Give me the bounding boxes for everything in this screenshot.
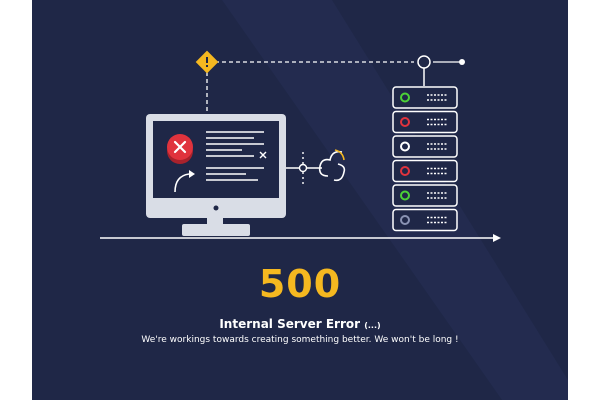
server-status-light bbox=[400, 141, 410, 152]
server-unit bbox=[392, 159, 458, 183]
warning-icon bbox=[195, 50, 219, 74]
server-unit bbox=[392, 208, 458, 232]
error-illustration bbox=[100, 0, 568, 400]
server-status-light bbox=[400, 117, 410, 127]
close-icon bbox=[167, 134, 193, 164]
server-unit bbox=[392, 135, 458, 158]
error-title: Internal Server Error (...) bbox=[32, 317, 568, 331]
error-title-text: Internal Server Error bbox=[219, 317, 361, 331]
server-status-light bbox=[400, 92, 410, 103]
error-page-background: 500 Internal Server Error (...) We're wo… bbox=[32, 0, 568, 400]
link-node bbox=[298, 163, 308, 173]
server-unit bbox=[392, 184, 458, 207]
refresh-arrow-icon bbox=[174, 170, 195, 193]
server-unit bbox=[392, 86, 458, 109]
cloud-icon bbox=[318, 149, 346, 182]
error-code: 500 bbox=[258, 262, 342, 306]
server-rack-icon bbox=[392, 86, 458, 232]
line-end-dot bbox=[459, 59, 465, 65]
server-status-light bbox=[400, 215, 410, 225]
server-status-light bbox=[400, 166, 410, 176]
monitor-icon bbox=[146, 114, 286, 236]
error-title-suffix: (...) bbox=[364, 321, 381, 330]
server-unit bbox=[392, 110, 458, 134]
server-connector-node bbox=[417, 55, 431, 69]
server-status-light bbox=[400, 190, 410, 201]
baseline-arrowhead bbox=[493, 234, 501, 242]
error-message: We're workings towards creating somethin… bbox=[141, 335, 459, 345]
